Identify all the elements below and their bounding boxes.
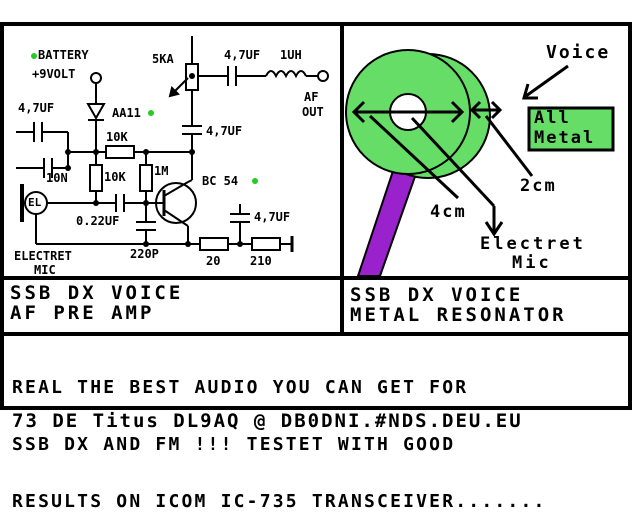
all-metal-box: [527, 106, 615, 152]
transistor-led-dot: [252, 178, 258, 184]
cap-220p-label: 220P: [130, 247, 159, 261]
voltage-label: +9VOLT: [32, 67, 76, 81]
electret-label-2: MIC: [34, 263, 56, 277]
r20-label: 20: [206, 254, 221, 268]
cap-mid-label: 4,7UF: [206, 124, 243, 138]
left-caption-line1: SSB DX VOICE: [10, 282, 184, 304]
pot-label: 5KA: [152, 52, 174, 66]
dim-2cm-label: 2cm: [520, 176, 557, 196]
battery-led-dot: [31, 53, 37, 59]
dim-4cm-label: 4cm: [430, 202, 467, 222]
cap-top-label: 4,7UF: [224, 48, 261, 62]
r3-label: 1M: [154, 164, 169, 178]
electret-mic-label-2: Mic: [512, 253, 552, 273]
diode-led-dot: [148, 110, 154, 116]
footer-signature: 73 DE Titus DL9AQ @ DB0DNI.#NDS.DEU.EU: [12, 410, 523, 432]
note-line-1: REAL THE BEST AUDIO YOU CAN GET FOR: [12, 377, 469, 398]
cap-10n-label: 10N: [46, 171, 68, 185]
left-caption-line2: AF PRE AMP: [10, 302, 155, 324]
schematic-diagram: [16, 36, 329, 252]
note-line-3: RESULTS ON ICOM IC-735 TRANSCEIVER......…: [12, 491, 547, 512]
electret-mic-label-1: Electret: [480, 234, 586, 254]
voice-label: Voice: [546, 42, 611, 63]
inductor-label: 1UH: [280, 48, 302, 62]
frame-lines: [0, 22, 632, 410]
r210-label: 210: [250, 254, 272, 268]
diode-label: AA11: [112, 106, 141, 120]
all-label: All: [534, 108, 571, 128]
cap-left-label: 4,7UF: [18, 101, 55, 115]
right-caption-line1: SSB DX VOICE: [350, 284, 524, 306]
resonator-diagram: [345, 49, 615, 277]
note-line-2: SSB DX AND FM !!! TESTET WITH GOOD: [12, 434, 456, 455]
cap-bottom-label: 4,7UF: [254, 210, 291, 224]
metal-label: Metal: [534, 128, 596, 148]
note-text: REAL THE BEST AUDIO YOU CAN GET FOR SSB …: [12, 340, 547, 530]
cap-022-label: 0.22UF: [76, 214, 120, 228]
r2-label: 10K: [104, 170, 126, 184]
mic-el-label: EL: [28, 196, 42, 209]
electret-label-1: ELECTRET: [14, 249, 72, 263]
battery-label: BATTERY: [38, 48, 89, 62]
af-out-label-1: AF: [304, 90, 319, 104]
transistor-label: BC 54: [202, 174, 239, 188]
af-out-label-2: OUT: [302, 105, 324, 119]
r1-label: 10K: [106, 130, 128, 144]
right-caption-line2: METAL RESONATOR: [350, 304, 567, 326]
